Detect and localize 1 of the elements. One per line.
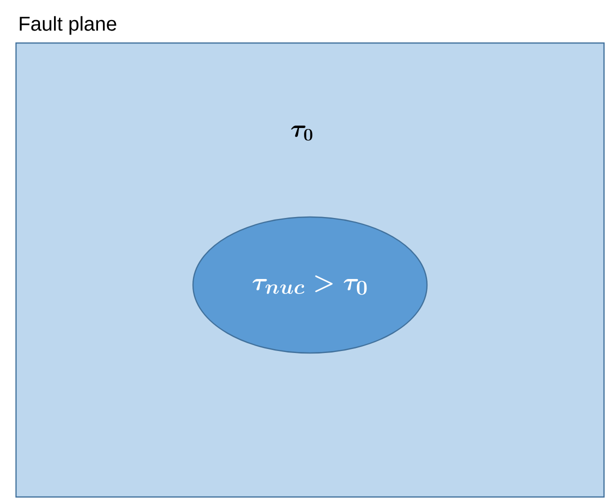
node-label: Fault plane [20,16,116,35]
